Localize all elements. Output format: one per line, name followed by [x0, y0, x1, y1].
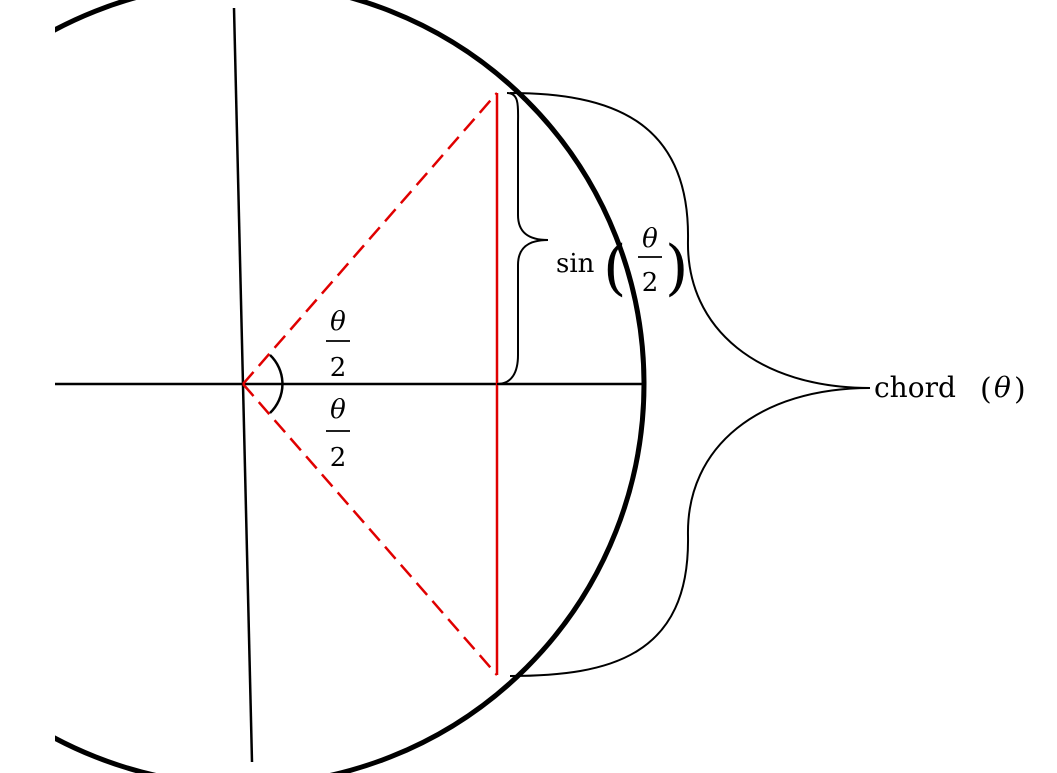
sin-theta: θ [642, 224, 658, 254]
chord-left-paren: ( [980, 372, 992, 407]
radius-lower-dashed [242, 383, 498, 676]
sin-label: sin [556, 249, 595, 279]
chord-theta: θ [994, 371, 1011, 404]
unit-circle [55, 0, 647, 773]
chord-label: chord [874, 371, 956, 404]
sin-left-paren: ( [603, 233, 626, 303]
chord-right-paren: ) [1014, 372, 1026, 407]
upper-angle-numerator: θ [330, 307, 346, 337]
radius-upper-dashed [242, 92, 498, 385]
upper-angle-denominator: 2 [330, 353, 347, 383]
sin-two: 2 [642, 268, 659, 298]
sin-right-paren: ) [665, 233, 688, 303]
lower-angle-denominator: 2 [330, 443, 347, 473]
sin-brace [496, 92, 549, 385]
angle-arc [269, 354, 284, 414]
lower-angle-numerator: θ [330, 395, 346, 425]
chord-brace [509, 92, 871, 677]
